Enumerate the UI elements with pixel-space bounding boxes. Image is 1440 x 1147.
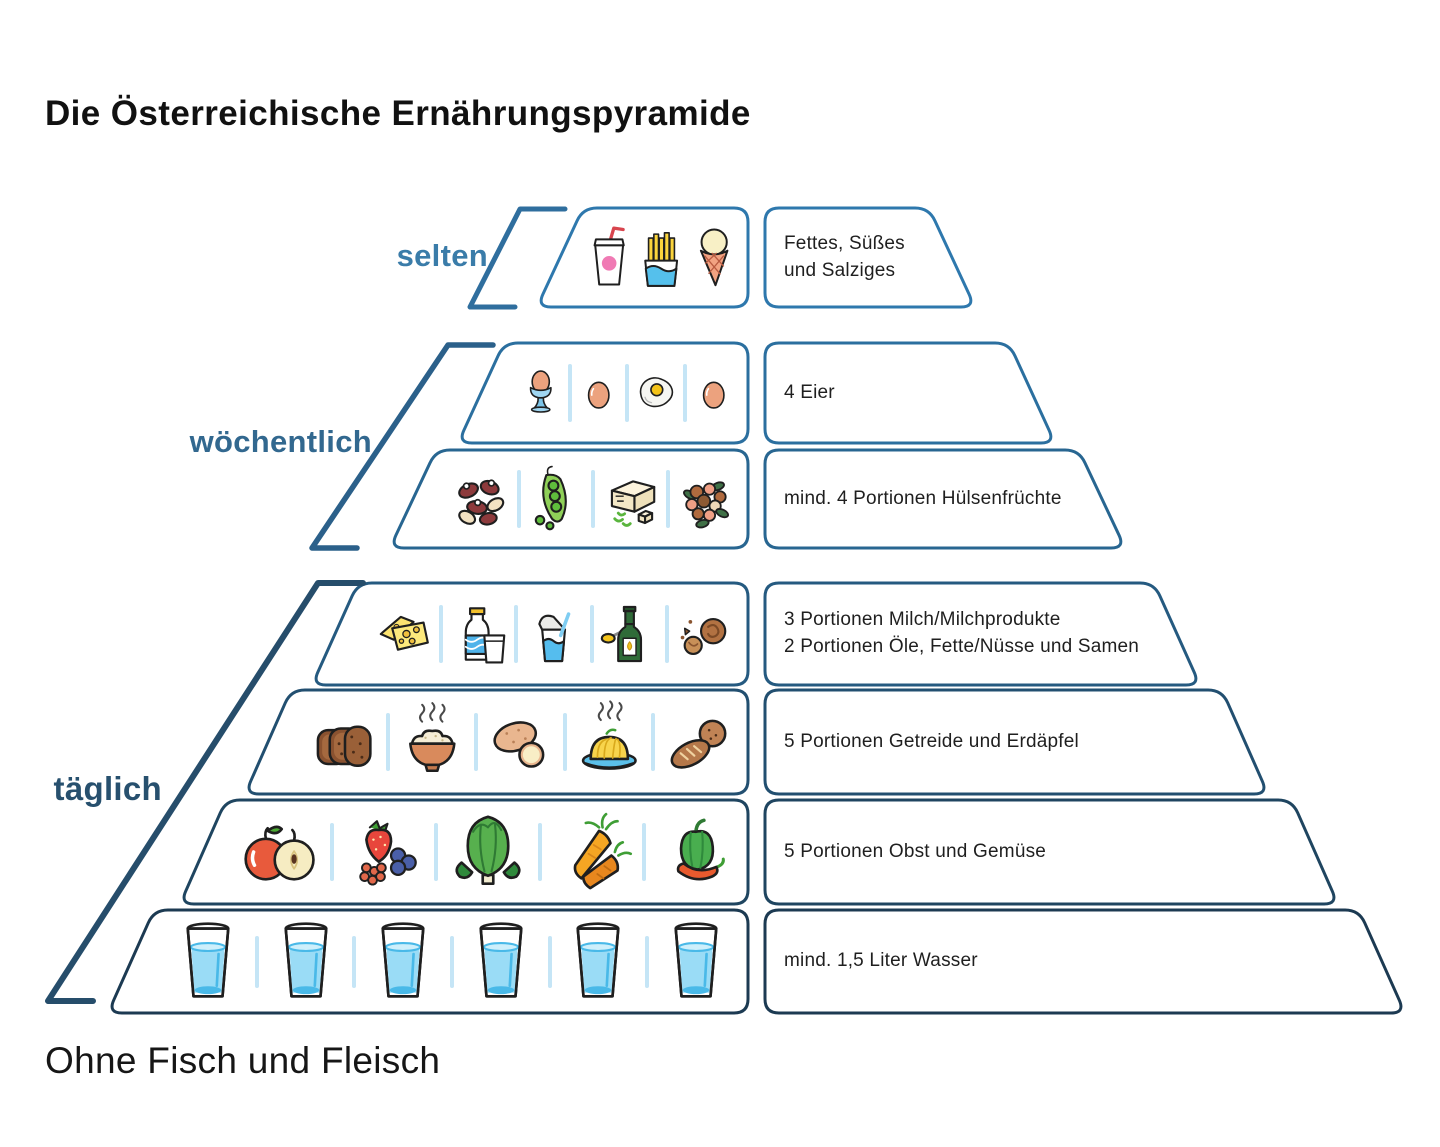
- potatoes-icon: [478, 698, 563, 786]
- icon-divider: [642, 823, 646, 881]
- pea-pod-icon: [521, 455, 592, 543]
- legume-mix-icon: [670, 455, 741, 543]
- level-label-obst-gemuese: 5 Portionen Obst und Gemüse: [784, 840, 1047, 862]
- level-fettes-suesses-salziges-icon-box: [539, 206, 750, 309]
- icon-divider: [514, 605, 519, 663]
- icon-divider: [589, 605, 594, 663]
- icon-divider: [352, 935, 357, 988]
- page-title: Die Österreichische Ernährungspyramide: [45, 94, 751, 133]
- group-label-taeglich: täglich: [53, 770, 162, 807]
- bracket-selten: [467, 206, 568, 310]
- icon-divider: [567, 364, 572, 422]
- level-fettes-suesses-salziges-label-box: [763, 206, 973, 309]
- level-eier-label-box: [763, 341, 1053, 445]
- kidney-beans-icon: [446, 455, 517, 543]
- level-label-getreide-erdaepfel: 5 Portionen Getreide und Erdäpfel: [784, 730, 1079, 752]
- yogurt-icon: [518, 590, 589, 678]
- level-obst-gemuese-label-box: [763, 798, 1336, 906]
- level-obst-gemuese-icons: [236, 800, 740, 904]
- icon-divider: [591, 470, 595, 528]
- icon-divider: [439, 605, 444, 663]
- icon-divider: [625, 364, 629, 422]
- bread-rolls-icon: [655, 698, 740, 786]
- icon-divider: [665, 470, 670, 528]
- level-huelsenfruechte-icons: [446, 450, 740, 548]
- egg-icon: [572, 349, 626, 437]
- level-fettes-suesses-salziges-icons: [583, 208, 740, 307]
- level-eier-icons: [514, 343, 740, 443]
- fried-egg-icon: [629, 349, 683, 437]
- level-getreide-erdaepfel-icons: [301, 690, 740, 794]
- walnuts-icon: [669, 590, 740, 678]
- level-label-fettes-suesses-salziges: Fettes, Süßes und Salziges: [784, 232, 905, 281]
- water-glass-icon: [359, 918, 447, 1006]
- icon-divider: [516, 470, 521, 528]
- icon-divider: [651, 713, 656, 771]
- level-label-wasser: mind. 1,5 Liter Wasser: [784, 950, 978, 972]
- level-wasser-label-box: [763, 908, 1403, 1015]
- bracket-woechentlich: [309, 342, 496, 551]
- level-milch-oele-nuesse-icons: [368, 583, 740, 685]
- bell-pepper-chili-icon: [652, 808, 740, 896]
- water-glass-icon: [554, 918, 642, 1006]
- icon-divider: [330, 823, 334, 881]
- icon-divider: [538, 823, 542, 881]
- icon-divider: [385, 713, 390, 771]
- tofu-icon: [595, 455, 666, 543]
- ice-cream-cone-icon: [681, 210, 747, 306]
- bread-loaf-icon: [301, 698, 386, 786]
- soft-drink-icon: [576, 210, 642, 306]
- level-wasser-icons: [164, 910, 740, 1013]
- footer-note: Ohne Fisch und Fleisch: [45, 1040, 441, 1081]
- icon-divider: [547, 935, 552, 988]
- group-label-woechentlich: wöchentlich: [189, 424, 372, 459]
- icon-divider: [474, 713, 479, 771]
- water-glass-icon: [262, 918, 350, 1006]
- water-glass-icon: [652, 918, 740, 1006]
- level-milch-oele-nuesse-label-box: [763, 581, 1198, 687]
- level-getreide-erdaepfel-label-box: [763, 688, 1266, 796]
- carrots-icon: [548, 808, 636, 896]
- icon-divider: [562, 713, 567, 771]
- icon-divider: [682, 364, 687, 422]
- water-glass-icon: [164, 918, 252, 1006]
- icon-divider: [449, 935, 454, 988]
- french-fries-icon: [628, 210, 694, 306]
- level-label-milch-oele-nuesse: 3 Portionen Milch/Milchprodukte 2 Portio…: [784, 609, 1140, 657]
- level-label-huelsenfruechte: mind. 4 Portionen Hülsenfrüchte: [784, 487, 1062, 509]
- rice-bowl-icon: [390, 698, 475, 786]
- oil-bottle-icon: [594, 590, 665, 678]
- icon-divider: [254, 935, 259, 988]
- cheese-icon: [368, 590, 439, 678]
- group-label-selten: selten: [396, 238, 488, 273]
- icon-divider: [434, 823, 438, 881]
- water-glass-icon: [457, 918, 545, 1006]
- egg-icon: [687, 349, 741, 437]
- icon-divider: [645, 935, 650, 988]
- level-label-eier: 4 Eier: [784, 381, 835, 403]
- lettuce-icon: [444, 808, 532, 896]
- berries-icon: [340, 808, 428, 896]
- icon-divider: [664, 605, 669, 663]
- egg-in-cup-icon: [514, 349, 568, 437]
- level-huelsenfruechte-label-box: [763, 448, 1123, 550]
- milk-bottle-icon: [443, 590, 514, 678]
- apple-icon: [236, 808, 324, 896]
- bracket-taeglich: [45, 580, 366, 1004]
- pasta-plate-icon: [567, 698, 652, 786]
